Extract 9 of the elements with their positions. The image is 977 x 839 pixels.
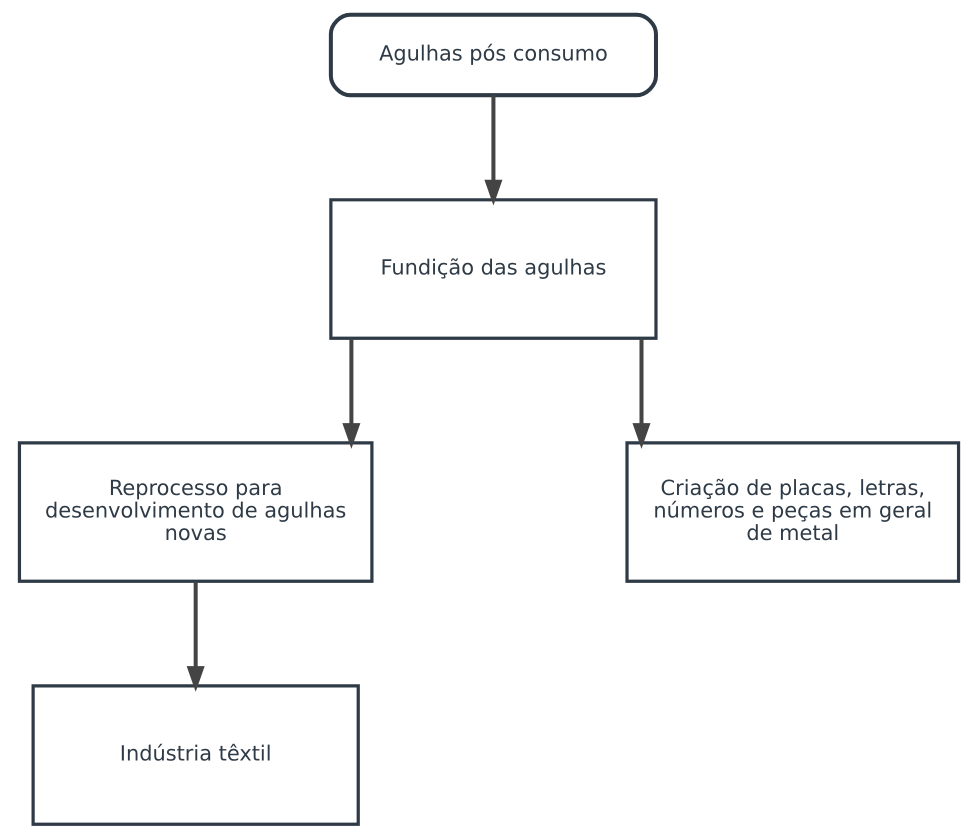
arrow [632, 338, 650, 449]
node-box: Reprocesso para desenvolvimento de agulhas novas [17, 441, 374, 583]
node-box: Agulhas pós consumo [328, 12, 658, 98]
node-box: Fundição das agulhas [328, 198, 658, 340]
arrow [484, 95, 502, 206]
node-box: Criação de placas, letras, números e peças em geral de metal [624, 441, 960, 583]
arrow [342, 338, 360, 449]
arrow [186, 582, 204, 692]
node-box: Indústria têxtil [31, 684, 360, 826]
